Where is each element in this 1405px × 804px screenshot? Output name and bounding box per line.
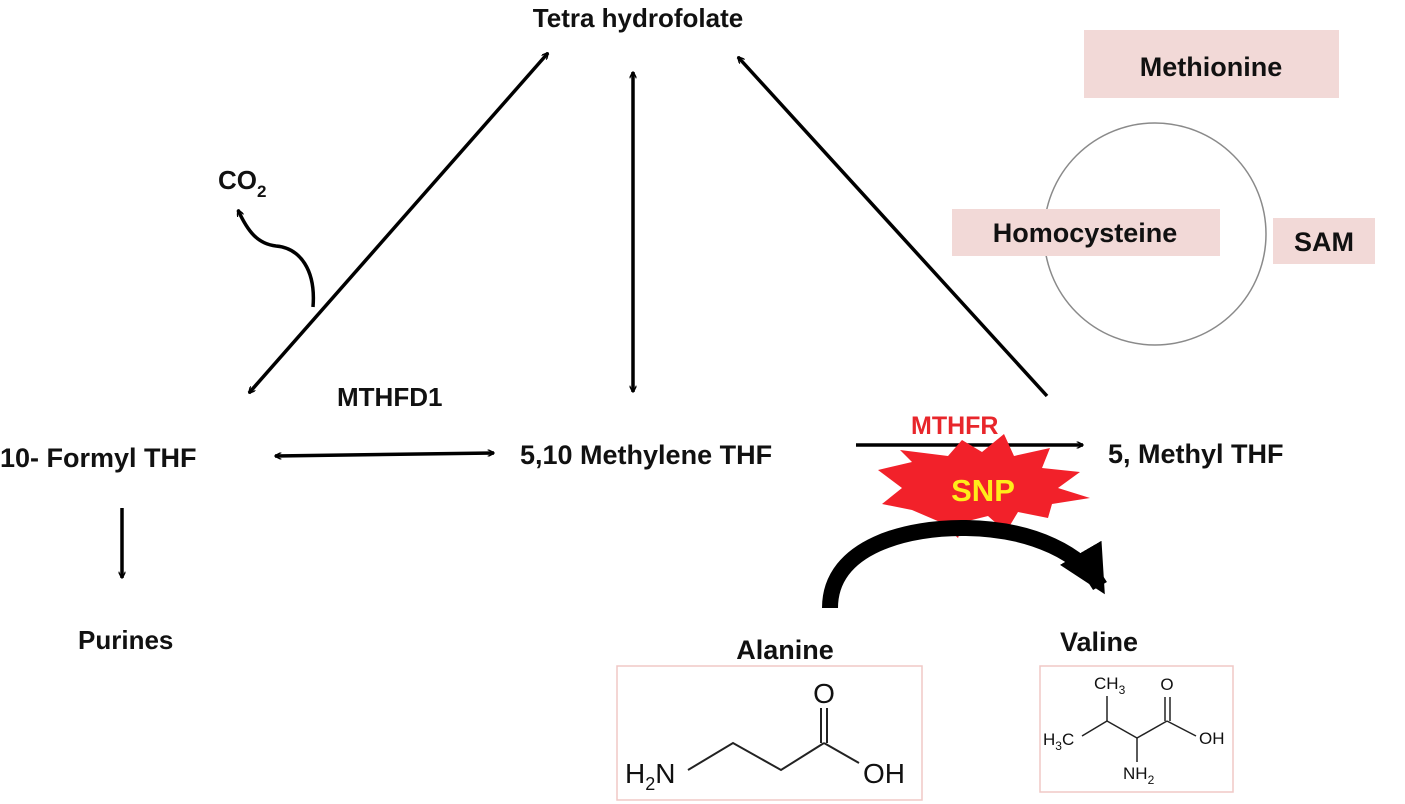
mthfd1-enzyme-label: MTHFD1 (337, 382, 442, 412)
sam-label: SAM (1294, 227, 1354, 257)
valine-label: Valine (1060, 627, 1138, 657)
curved-arrow-icon (822, 519, 1107, 609)
alanine-structure: H2N O OH (616, 665, 923, 801)
snp-label: SNP (951, 473, 1015, 508)
valine-amine-group: NH2 (1123, 764, 1155, 787)
alanine-hydroxyl: OH (863, 758, 905, 789)
mthfr-enzyme-label: MTHFR (911, 412, 998, 440)
methylene-thf-label: 5,10 Methylene THF (520, 440, 772, 470)
valine-top-methyl: CH3 (1094, 674, 1126, 697)
valine-hydroxyl: OH (1199, 729, 1225, 748)
arrow-formyl-thf (249, 53, 548, 393)
valine-carbonyl-o: O (1160, 675, 1173, 694)
arrow-methyl-to-thf (738, 57, 1049, 398)
purines-label: Purines (78, 625, 173, 655)
homocysteine-box (952, 209, 1220, 256)
alanine-amine-group: H2N (625, 758, 675, 794)
alanine-label: Alanine (736, 635, 834, 665)
arrow-co2-release (236, 210, 316, 308)
valine-structure: CH3 H3C O OH NH2 (1039, 665, 1234, 793)
methyl-thf-label: 5, Methyl THF (1108, 439, 1284, 469)
co2-label: CO2 (218, 165, 266, 201)
alanine-carbonyl-o: O (813, 678, 835, 709)
sam-box (1273, 218, 1375, 264)
homocysteine-label: Homocysteine (993, 218, 1178, 248)
formyl-thf-label: 10- Formyl THF (0, 443, 197, 473)
methionine-box (1084, 30, 1339, 98)
tetrahydrofolate-label: Tetra hydrofolate (533, 3, 743, 33)
arrow-formyl-methylene (275, 453, 494, 456)
alanine-structure-box (616, 665, 923, 801)
snp-burst-icon (878, 434, 1090, 538)
valine-structure-box (1039, 665, 1234, 793)
valine-side-methyl: H3C (1043, 730, 1074, 753)
methionine-label: Methionine (1140, 52, 1283, 82)
